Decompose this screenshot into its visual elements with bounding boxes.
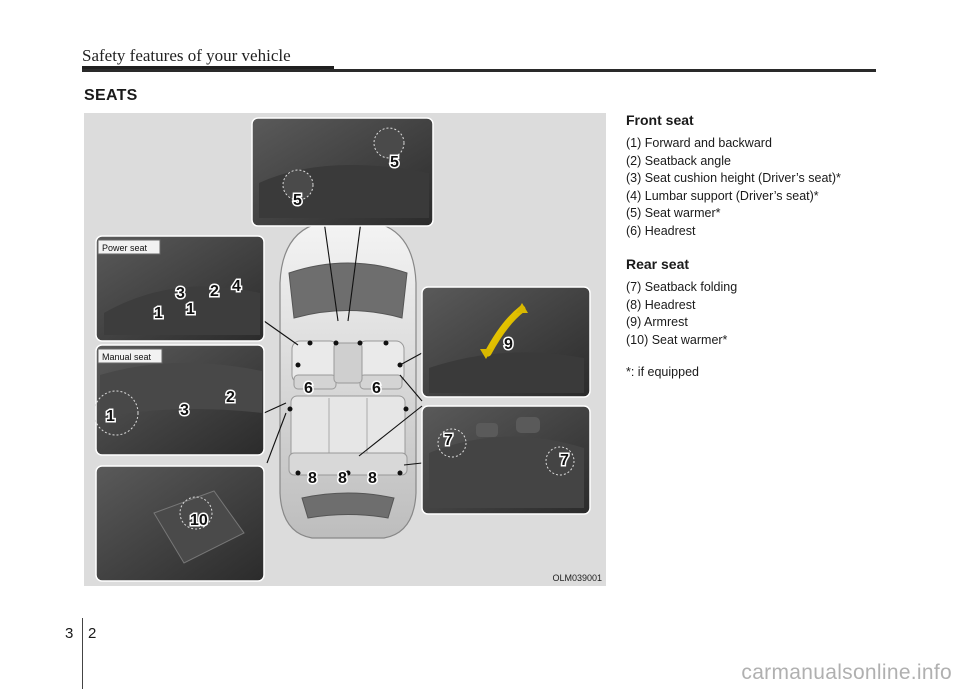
rear-seat-item: (10) Seat warmer* bbox=[626, 332, 728, 347]
page-number: 2 bbox=[88, 625, 97, 642]
front-seat-item: (1) Forward and backward bbox=[626, 136, 772, 150]
figure-code: OLM039001 bbox=[552, 573, 602, 583]
inset-seat-warmer-front bbox=[251, 117, 434, 227]
callout-6a: 6 bbox=[304, 380, 313, 397]
callout-2a: 2 bbox=[210, 283, 219, 300]
callout-10: 10 bbox=[190, 512, 208, 529]
text-column: Front seat (1) Forward and backward (2) … bbox=[626, 112, 926, 379]
inset-manual-seat bbox=[93, 344, 265, 456]
callout-7a: 7 bbox=[444, 432, 453, 449]
rear-seat-heading: Rear seat bbox=[626, 256, 690, 272]
front-seat-item: (4) Lumbar support (Driver’s seat)* bbox=[626, 188, 819, 203]
callout-1a: 1 bbox=[154, 305, 163, 322]
callout-3a: 3 bbox=[176, 285, 185, 302]
callout-1c: 1 bbox=[106, 408, 115, 425]
callout-8a: 8 bbox=[308, 470, 317, 487]
manual-seat-label: Manual seat bbox=[102, 352, 152, 362]
callout-3b: 3 bbox=[180, 402, 189, 419]
leader-lines bbox=[263, 220, 423, 466]
section-heading: SEATS bbox=[84, 87, 138, 104]
callout-6b: 6 bbox=[372, 380, 381, 397]
header-title: Safety features of your vehicle bbox=[82, 46, 291, 65]
callout-9: 9 bbox=[504, 336, 513, 353]
front-seat-heading: Front seat bbox=[626, 112, 694, 128]
callout-numbers: 5 5 1 3 1 2 4 1 3 2 6 6 8 8 8 9 7 7 10 bbox=[105, 153, 571, 531]
callout-8c: 8 bbox=[368, 470, 377, 487]
rear-seat-item: (7) Seatback folding bbox=[626, 280, 738, 294]
seat-figure: 5 5 1 3 1 2 4 1 3 2 6 6 8 8 8 9 7 7 10 P… bbox=[84, 113, 606, 586]
inset-rear-seat-warmer bbox=[95, 465, 265, 582]
callout-1b: 1 bbox=[186, 301, 195, 318]
front-seat-item: (6) Headrest bbox=[626, 223, 696, 238]
seat-illustration: 5 5 1 3 1 2 4 1 3 2 6 6 8 8 8 9 7 7 10 P… bbox=[93, 117, 591, 582]
front-seat-item: (2) Seatback angle bbox=[626, 153, 731, 168]
pointer-dots bbox=[287, 340, 409, 476]
inset-rear-seatback bbox=[421, 405, 591, 515]
car-top-view bbox=[279, 222, 417, 539]
rear-seat-item: (8) Headrest bbox=[626, 297, 696, 312]
power-seat-label: Power seat bbox=[102, 243, 148, 253]
equipped-note: *: if equipped bbox=[626, 365, 699, 379]
spacer bbox=[626, 240, 926, 256]
page-rule bbox=[82, 618, 83, 689]
front-seat-item: (3) Seat cushion height (Driver’s seat)* bbox=[626, 171, 841, 185]
inset-armrest bbox=[421, 286, 591, 398]
front-seat-item: (5) Seat warmer* bbox=[626, 206, 721, 220]
callout-2b: 2 bbox=[226, 389, 235, 406]
inset-power-seat bbox=[95, 235, 265, 342]
callout-4a: 4 bbox=[232, 278, 241, 295]
header-rule bbox=[82, 69, 876, 72]
page-chapter: 3 bbox=[65, 625, 74, 642]
callout-5b: 5 bbox=[293, 192, 302, 209]
rear-seat-item: (9) Armrest bbox=[626, 315, 688, 329]
callout-5a: 5 bbox=[390, 154, 399, 171]
callout-7b: 7 bbox=[560, 452, 569, 469]
watermark[interactable]: carmanualsonline.info bbox=[741, 661, 952, 684]
callout-8b: 8 bbox=[338, 470, 347, 487]
